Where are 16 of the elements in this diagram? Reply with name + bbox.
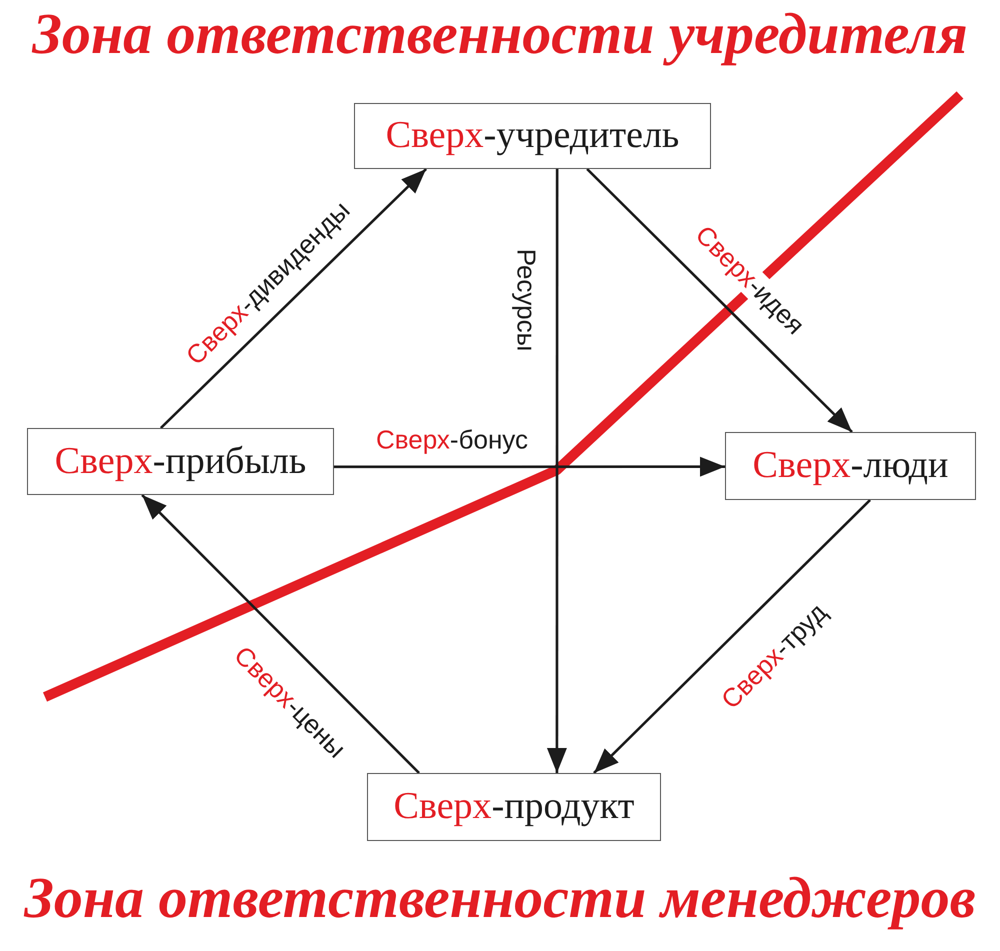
process-box — [725, 432, 976, 500]
node-label: Сверх-продукт — [394, 786, 634, 828]
arrow — [546, 169, 567, 773]
arrow — [141, 494, 420, 774]
arrow — [160, 168, 428, 429]
node-label: Сверх-прибыль — [54, 440, 306, 482]
node-label: Сверх-учредитель — [386, 115, 680, 157]
zone-heading: Зона ответственности учредителя — [32, 2, 968, 66]
process-box — [354, 103, 711, 169]
arrow — [593, 499, 871, 774]
process-box — [367, 773, 661, 841]
zone-heading: Зона ответственности менеджеров — [24, 866, 976, 930]
process-box — [27, 428, 334, 495]
arrow — [334, 456, 725, 477]
node-label: Сверх-люди — [752, 445, 948, 487]
arrow — [586, 168, 853, 433]
